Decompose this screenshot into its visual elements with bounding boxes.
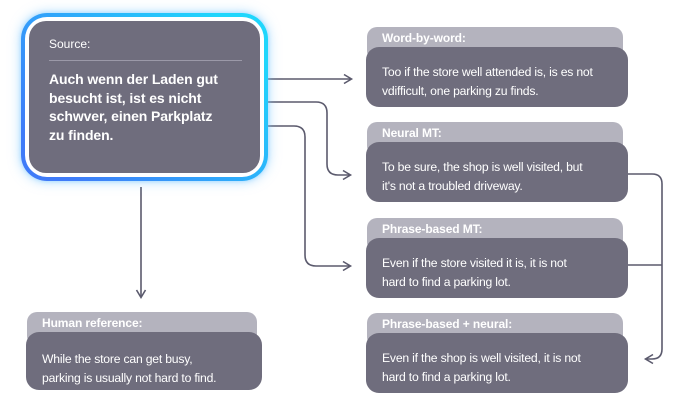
output-box-text: Even if the shop is well visited, it is …: [382, 351, 581, 384]
output-box-text: Even if the store visited it is, it is n…: [382, 256, 567, 289]
source-text: Auch wenn der Laden gut besucht ist, ist…: [49, 71, 218, 143]
divider: [49, 60, 242, 61]
output-box-phrase-based-mt: Phrase-based MT: Even if the store visit…: [366, 218, 628, 298]
arrow-source-to-neural-mt: [268, 101, 353, 181]
output-box-text-area: Even if the store visited it is, it is n…: [366, 238, 628, 298]
output-box-text: Too if the store well attended is, is es…: [382, 65, 593, 98]
output-box-text-area: Even if the shop is well visited, it is …: [366, 333, 628, 393]
source-box: Source: Auch wenn der Laden gut besucht …: [21, 13, 268, 181]
human-reference-title: Human reference:: [42, 316, 143, 330]
output-box-text: To be sure, the shop is well visited, bu…: [382, 160, 583, 193]
human-reference-text-area: While the store can get busy, parking is…: [26, 332, 262, 390]
source-label: Source:: [49, 37, 91, 51]
output-box-title: Neural MT:: [382, 126, 442, 140]
human-reference-box: Human reference: While the store can get…: [26, 312, 262, 390]
output-box-phrase-based-neural: Phrase-based + neural: Even if the shop …: [366, 313, 628, 393]
source-box-body: Source: Auch wenn der Laden gut besucht …: [29, 21, 260, 173]
output-box-title: Phrase-based MT:: [382, 222, 483, 236]
output-box-word-by-word: Word-by-word: Too if the store well atte…: [366, 27, 628, 107]
output-box-text-area: Too if the store well attended is, is es…: [366, 47, 628, 107]
output-box-title: Phrase-based + neural:: [382, 317, 513, 331]
output-box-neural-mt: Neural MT: To be sure, the shop is well …: [366, 122, 628, 202]
source-box-gap-ring: Source: Auch wenn der Laden gut besucht …: [25, 17, 264, 177]
output-box-title: Word-by-word:: [382, 31, 466, 45]
output-box-text-area: To be sure, the shop is well visited, bu…: [366, 142, 628, 202]
arrow-neural-to-phrase-based-neural: [628, 173, 663, 365]
human-reference-text: While the store can get busy, parking is…: [42, 352, 217, 385]
arrow-source-to-phrase-based-mt: [268, 125, 353, 272]
